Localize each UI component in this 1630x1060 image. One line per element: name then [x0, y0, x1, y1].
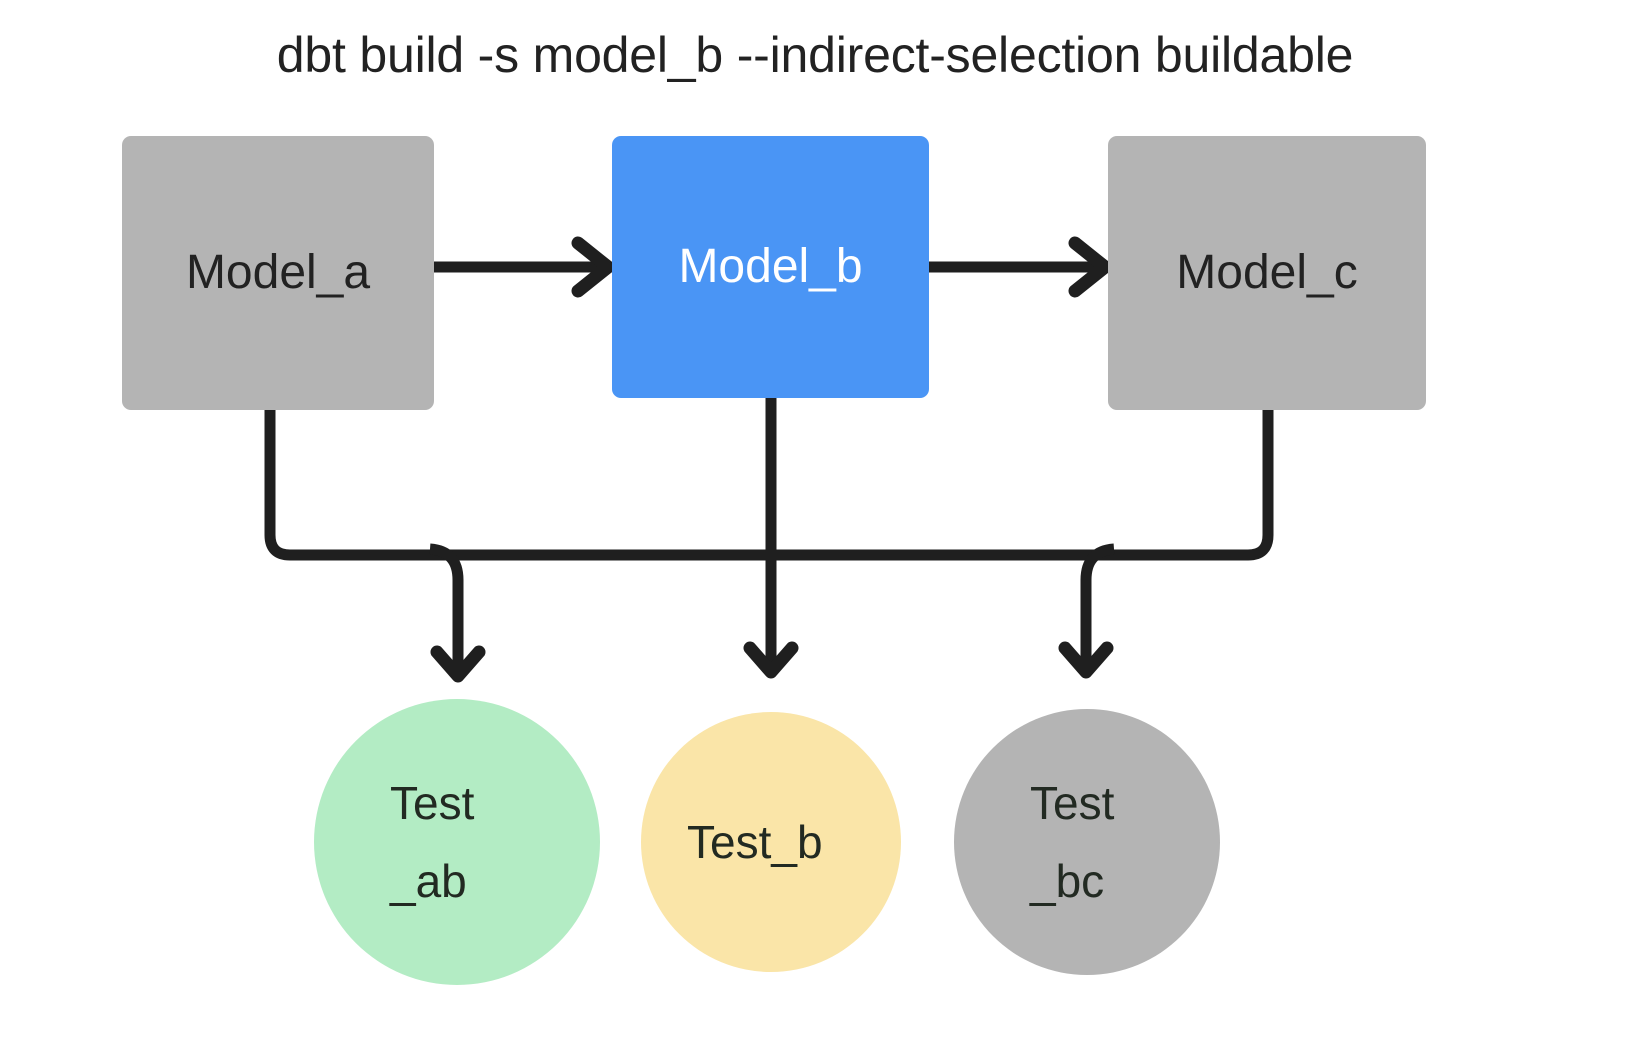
node-test-bc[interactable]: Test _bc	[954, 709, 1220, 975]
node-model-a[interactable]: Model_a	[122, 136, 434, 410]
edge-bus-to-test-ab	[429, 543, 486, 683]
node-model-c-label: Model_c	[1176, 246, 1358, 299]
node-test-b[interactable]: Test_b	[641, 712, 901, 972]
node-test-bc-label-line2: _bc	[1030, 855, 1105, 907]
node-test-ab-label-line1: Test	[390, 777, 475, 829]
node-test-b-text: Test_b	[687, 819, 823, 865]
edge-model-a-to-model-b	[430, 236, 615, 298]
node-model-c[interactable]: Model_c	[1108, 136, 1426, 410]
node-test-bc-label-line1: Test	[1030, 777, 1115, 829]
edge-model-a-to-bus	[264, 404, 436, 561]
edge-model-b-to-model-c	[928, 236, 1112, 298]
node-test-ab-text: Test _ab	[390, 780, 474, 904]
node-test-b-label-line1: Test_b	[687, 816, 823, 868]
node-test-bc-text: Test _bc	[1030, 780, 1114, 904]
node-model-b-label: Model_b	[678, 240, 863, 293]
edge-model-b-to-test-b	[743, 396, 799, 679]
node-test-ab[interactable]: Test _ab	[314, 699, 600, 985]
node-model-a-label: Model_a	[185, 246, 371, 299]
node-model-b[interactable]: Model_b	[612, 136, 929, 398]
node-test-ab-label-line2: _ab	[390, 855, 467, 907]
edge-model-c-to-bus	[1108, 404, 1274, 561]
page-title: dbt build -s model_b --indirect-selectio…	[276, 27, 1354, 83]
edge-bus-to-test-bc	[1058, 543, 1115, 679]
